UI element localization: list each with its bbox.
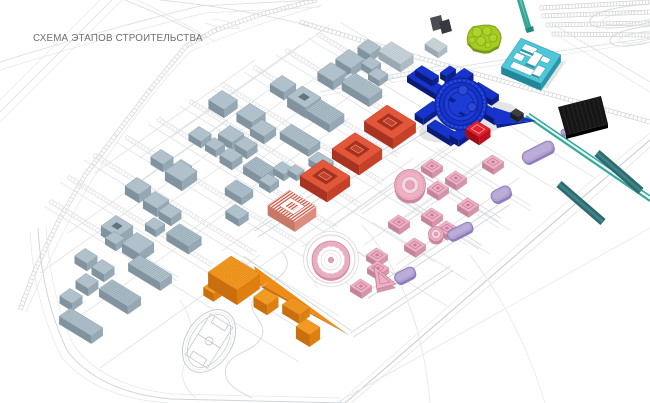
svg-text:СХЕМА ЭТАПОВ СТРОИТЕЛЬСТВА: СХЕМА ЭТАПОВ СТРОИТЕЛЬСТВА xyxy=(33,33,203,44)
